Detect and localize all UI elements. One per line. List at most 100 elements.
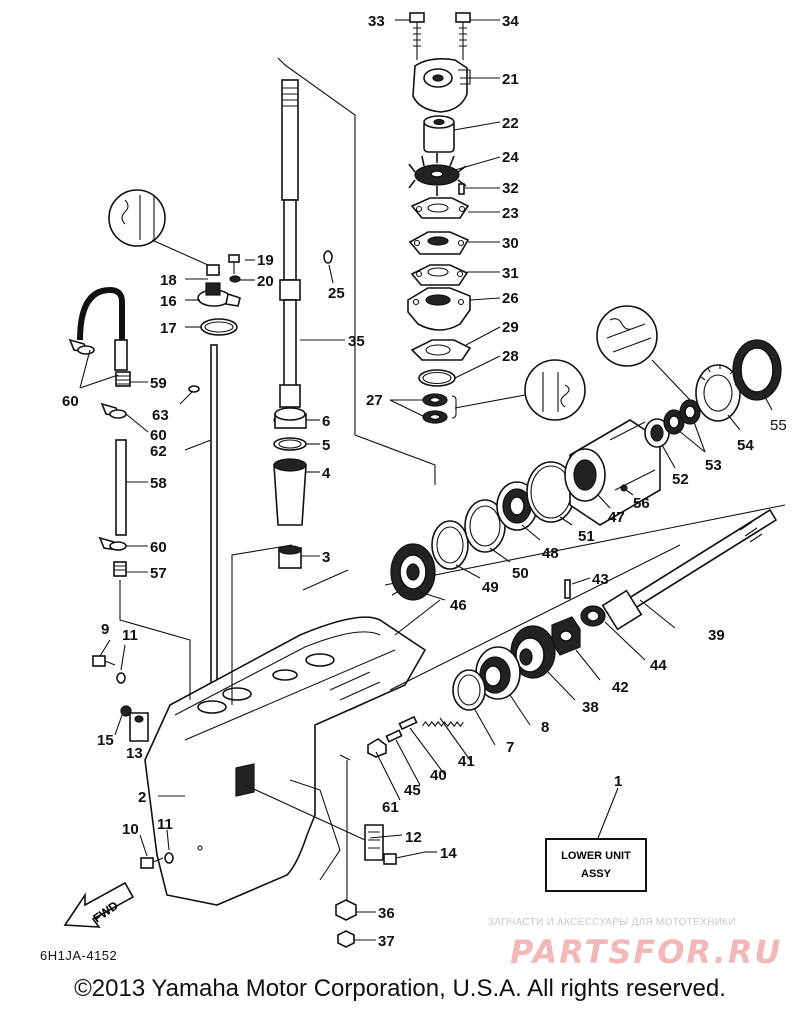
callout-60-mid: 60 xyxy=(150,427,167,444)
oil-seals-27 xyxy=(422,393,457,424)
guide-lines-case xyxy=(119,544,441,900)
bearing-housing-47 xyxy=(564,419,661,526)
callout-10: 10 xyxy=(122,821,139,838)
screw-9 xyxy=(92,655,116,667)
callout-34: 34 xyxy=(502,13,519,30)
callout-61: 61 xyxy=(382,799,399,816)
callout-63: 63 xyxy=(152,407,169,424)
callout-57: 57 xyxy=(150,565,167,582)
grommet-59 xyxy=(115,371,131,387)
callout-50: 50 xyxy=(512,565,529,582)
callout-59: 59 xyxy=(150,375,167,392)
bearing-6 xyxy=(273,407,307,429)
callout-55: 55 xyxy=(770,417,787,434)
spring-41 xyxy=(422,720,464,728)
shift-rod-lever-16 xyxy=(197,282,241,307)
nut-36 xyxy=(335,899,357,921)
gasket-29 xyxy=(410,339,472,361)
callout-47: 47 xyxy=(608,509,625,526)
shim-7 xyxy=(452,669,486,711)
grommet-57 xyxy=(113,561,127,577)
pin-25 xyxy=(323,250,334,284)
callout-9: 9 xyxy=(101,621,109,638)
callout-60-bottom: 60 xyxy=(150,539,167,556)
callout-18: 18 xyxy=(160,272,177,289)
callout-58: 58 xyxy=(150,475,167,492)
washer-11-top xyxy=(116,672,126,684)
shift-cam-61 xyxy=(367,738,387,758)
callout-33: 33 xyxy=(368,13,385,30)
forward-gear-46 xyxy=(390,543,436,601)
callout-8: 8 xyxy=(541,719,549,736)
oil-seals-53 xyxy=(663,399,701,435)
clip-60-top xyxy=(68,338,95,355)
callout-22: 22 xyxy=(502,115,519,132)
oring-28 xyxy=(418,369,456,387)
ring-nut-55 xyxy=(732,339,782,401)
impeller-24 xyxy=(408,153,467,196)
shim-5 xyxy=(273,437,307,451)
callout-13: 13 xyxy=(126,745,143,762)
shaft-guide-line xyxy=(277,57,436,485)
callout-17: 17 xyxy=(160,320,177,337)
washer-20 xyxy=(229,275,241,283)
tab-leader xyxy=(244,784,366,841)
pump-case-26 xyxy=(407,287,471,331)
water-tube-top xyxy=(77,286,128,371)
key-32 xyxy=(458,183,465,195)
shim-50 xyxy=(464,499,506,553)
callout-28: 28 xyxy=(502,348,519,365)
diagram-code: 6H1JA-4152 xyxy=(40,948,118,963)
drive-shaft-35 xyxy=(279,79,345,408)
callout-48: 48 xyxy=(542,545,559,562)
callout-19: 19 xyxy=(257,252,274,269)
outer-plate-30 xyxy=(408,231,470,255)
callout-36: 36 xyxy=(378,905,395,922)
leader-lines xyxy=(79,19,773,941)
seal-detail-circle-mid xyxy=(454,359,586,421)
seal-detail-circle-right xyxy=(596,305,691,401)
callout-25: 25 xyxy=(328,285,345,302)
lower-case-2 xyxy=(144,616,427,906)
callout-11-bottom: 11 xyxy=(157,816,173,833)
callout-12: 12 xyxy=(405,829,422,846)
pin-43 xyxy=(564,579,571,599)
callout-32: 32 xyxy=(502,180,519,197)
lower-unit-assy-box: LOWER UNIT ASSY xyxy=(545,838,647,892)
bolt-14 xyxy=(383,851,426,865)
dog-clutch-42 xyxy=(551,616,581,656)
callout-39: 39 xyxy=(708,627,725,644)
bolt-33 xyxy=(409,12,425,60)
callout-21: 21 xyxy=(502,71,519,88)
callout-24: 24 xyxy=(502,149,519,166)
shift-plunger-44 xyxy=(580,605,606,627)
bolt-19 xyxy=(228,254,240,274)
callout-62: 62 xyxy=(150,443,167,460)
callout-26: 26 xyxy=(502,290,519,307)
shift-rod-62 xyxy=(210,344,218,711)
callout-49: 49 xyxy=(482,579,499,596)
callout-43: 43 xyxy=(592,571,609,588)
callout-40: 40 xyxy=(430,767,447,784)
clip-60-bottom xyxy=(98,536,127,552)
shim-49 xyxy=(431,520,469,570)
callout-52: 52 xyxy=(672,471,689,488)
propeller-shaft-39 xyxy=(601,508,778,631)
pin-56 xyxy=(620,484,628,492)
screw-10 xyxy=(140,857,164,869)
callout-15: 15 xyxy=(97,732,114,749)
nut-18 xyxy=(206,264,220,276)
pump-housing-21 xyxy=(412,58,471,113)
water-tube-58 xyxy=(115,439,127,536)
sleeve-4 xyxy=(273,458,307,526)
claw-washer-54 xyxy=(695,364,741,422)
nut-37 xyxy=(337,930,355,948)
callout-3: 3 xyxy=(322,549,330,566)
callout-56: 56 xyxy=(633,495,650,512)
callout-16: 16 xyxy=(160,293,177,310)
ball-45 xyxy=(385,729,403,743)
callout-1: 1 xyxy=(614,773,622,790)
washer-11-bottom xyxy=(164,852,174,864)
callout-42: 42 xyxy=(612,679,629,696)
